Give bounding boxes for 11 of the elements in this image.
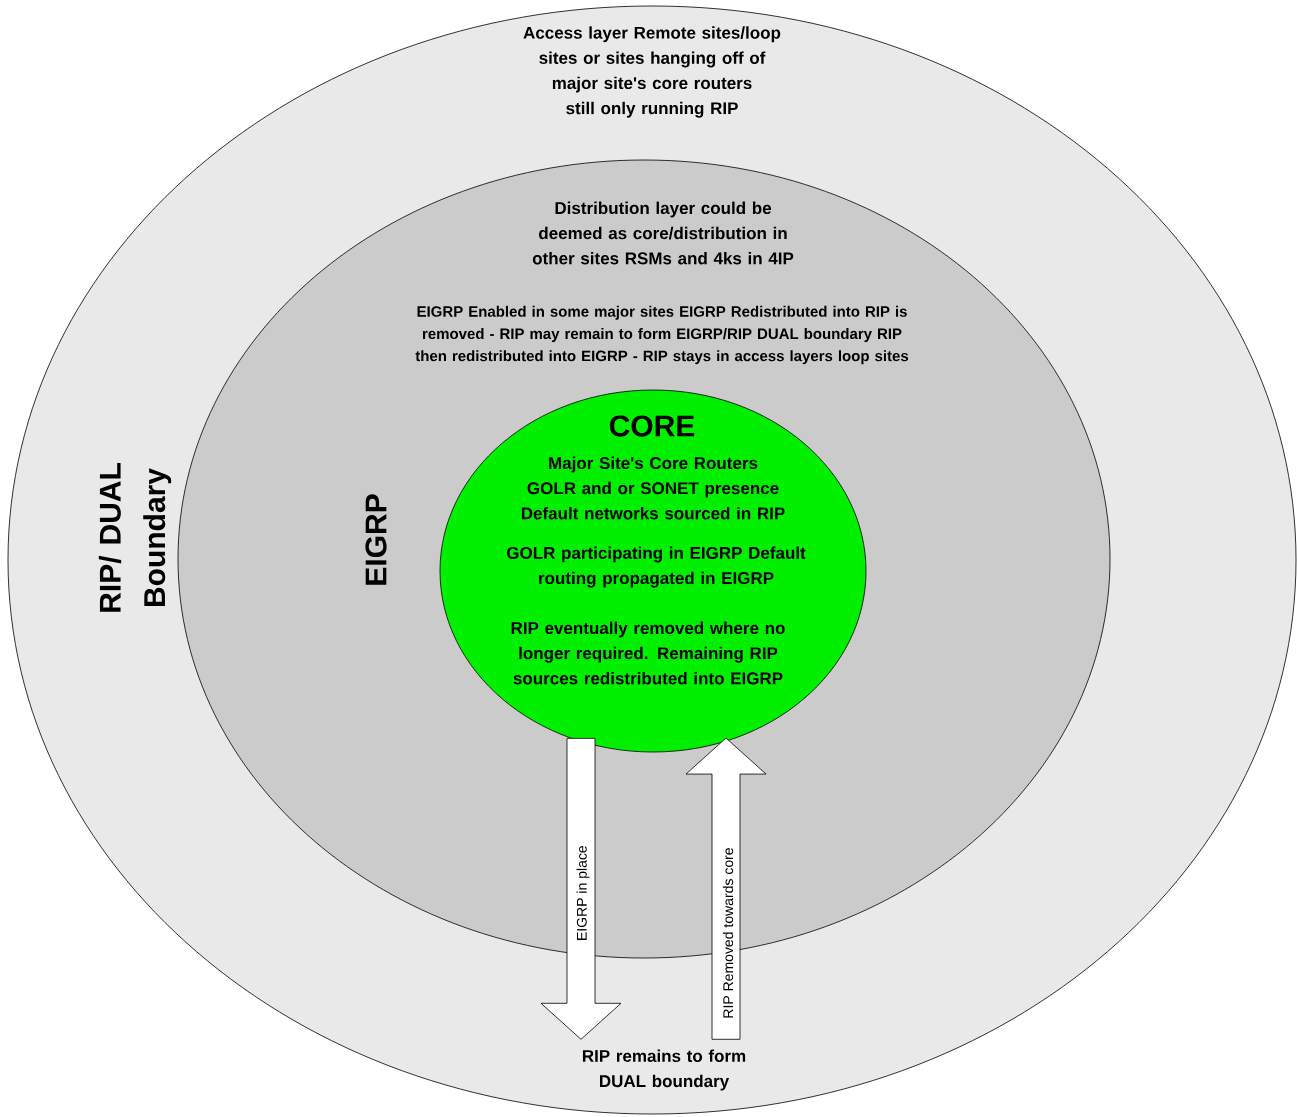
rotated-label: RIP/ DUAL Boundary [98,463,172,612]
layer-text: GOLR participating in EIGRP Default routing propagated in EIGRP [507,546,806,588]
layer-text: Access layer Remote sites/loop sites or sites hanging off of major site's core routers still only running RIP [523,26,781,118]
layer-text: EIGRP Enabled in some major sites EIGRP Redistributed into RIP is removed - RIP may remain to form EIGRP/RIP DUAL boundary RIP then redistributed into EIGRP - RIP stays in access layers loop sites [415,305,909,365]
layer-text: Distribution layer could be deemed as core/distribution in other sites RSMs and 4ks in 4IP [532,201,794,265]
caption-text: RIP remains to form DUAL boundary [582,1049,746,1091]
rotated-label: EIGRP [365,494,387,585]
layer-text: Major Site's Core Routers GOLR and or SONET presence Default networks sourced in RIP [521,456,785,520]
edge-label: EIGRP in place [575,844,591,943]
core-title: CORE [609,415,695,437]
layer-text: RIP eventually removed where no longer required. Remaining RIP sources redistributed into EIGRP [511,621,785,685]
